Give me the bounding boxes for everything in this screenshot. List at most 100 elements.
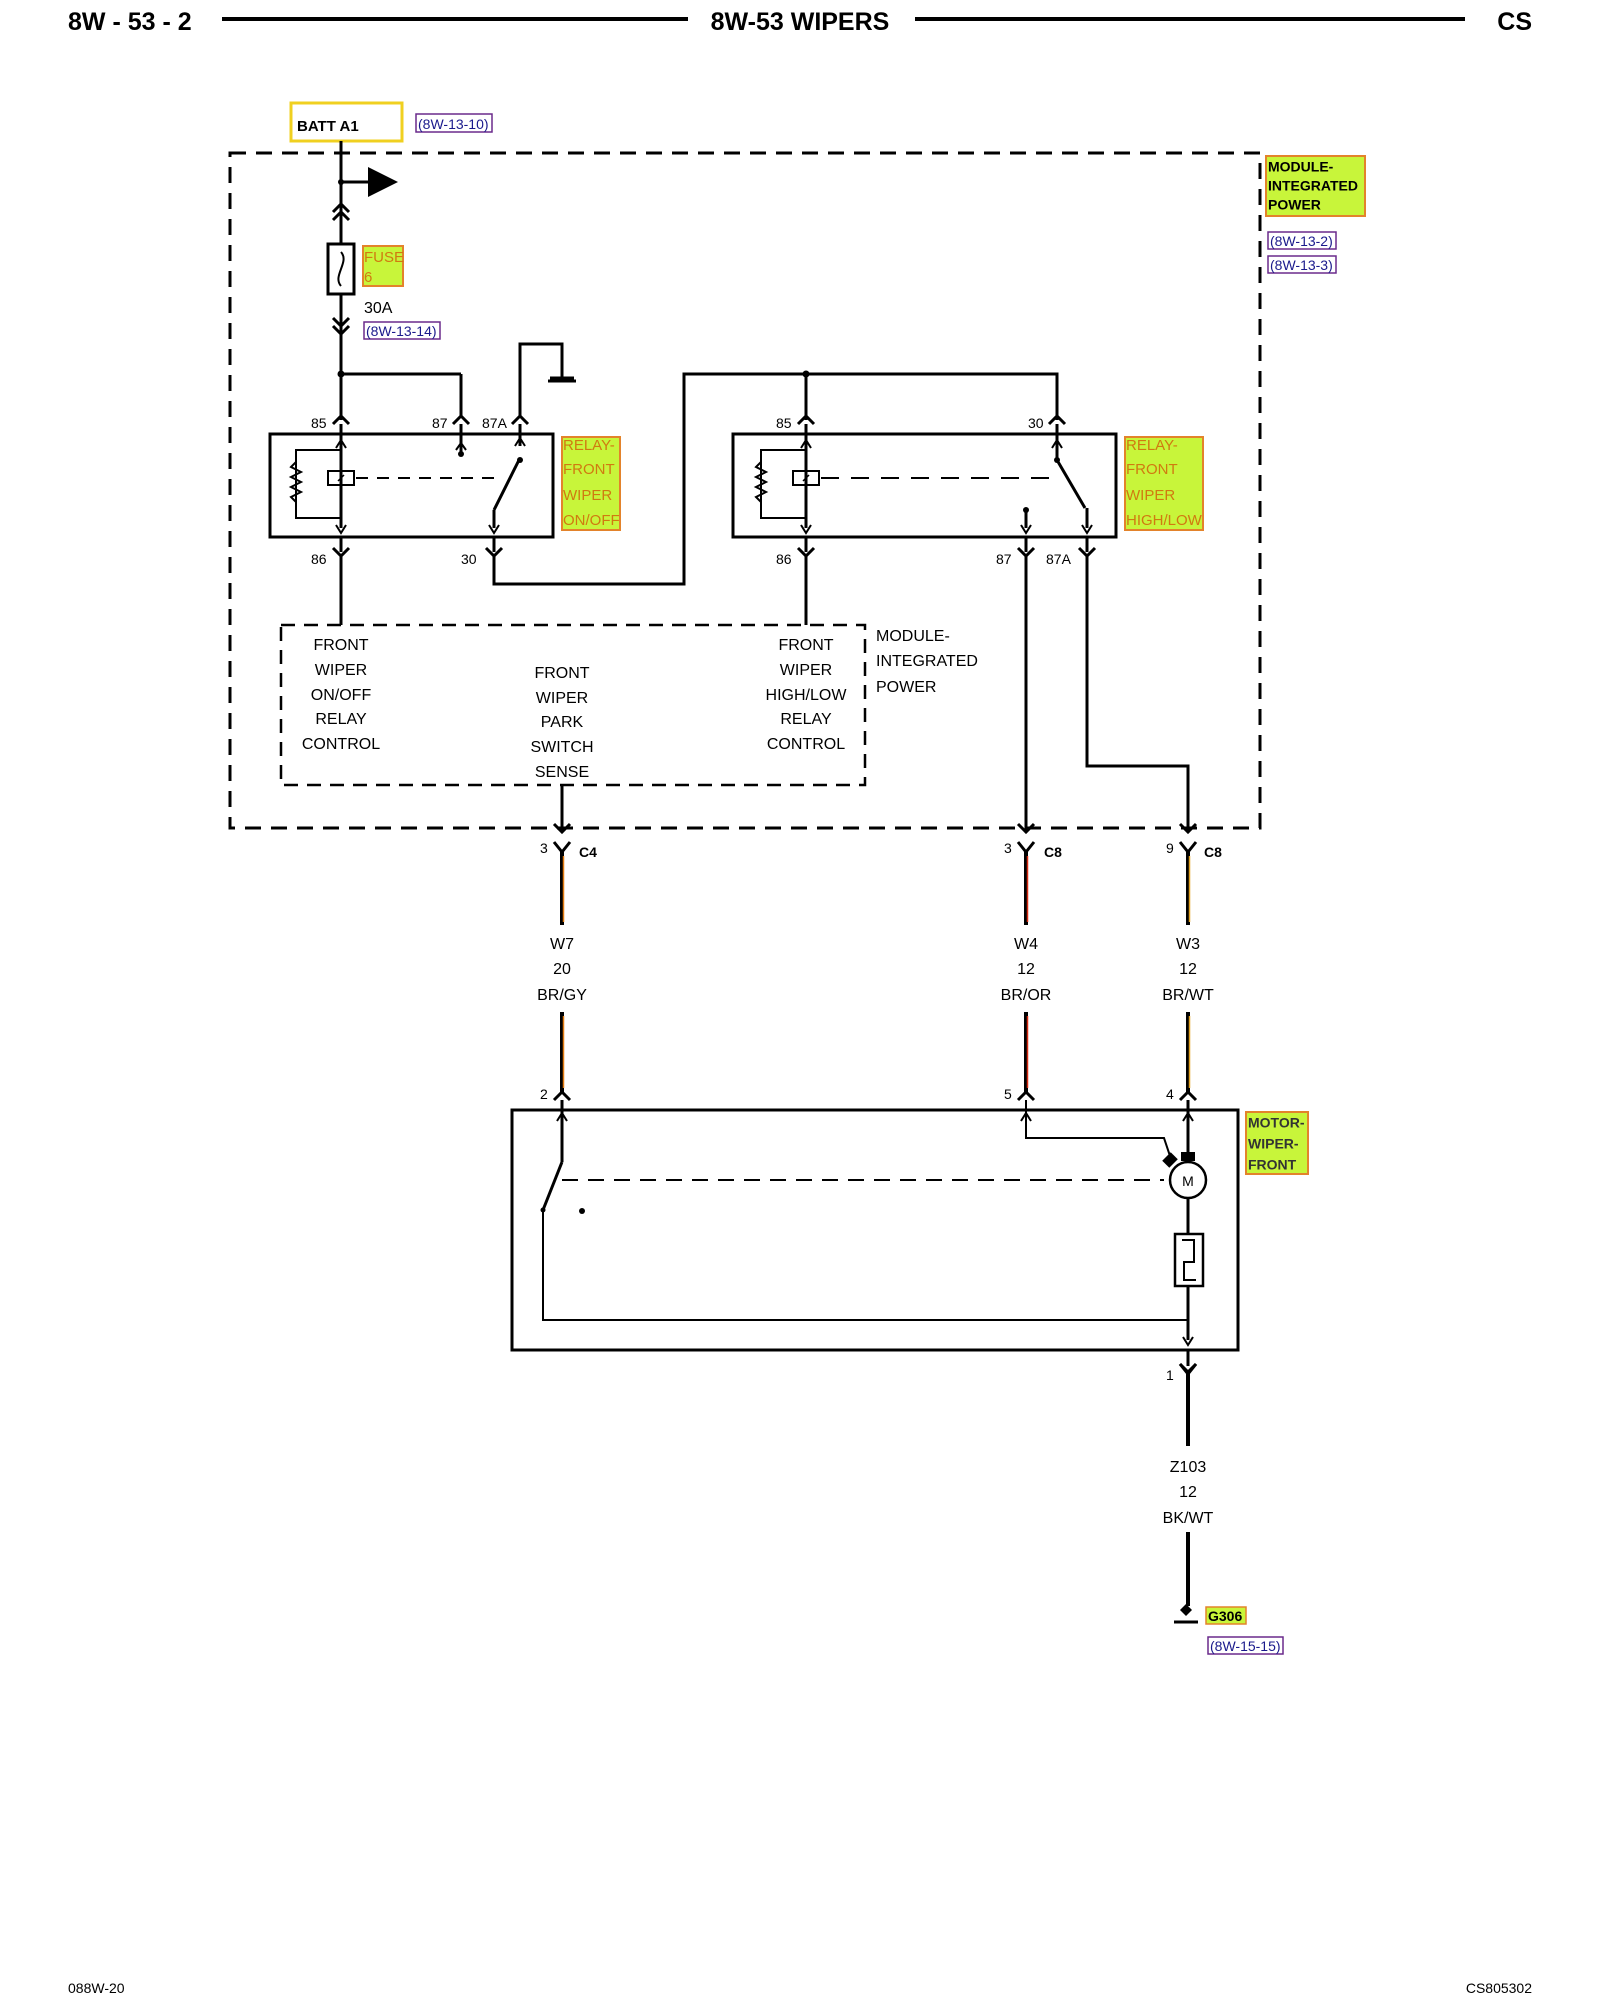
relay-onoff-pin-87a: 87A: [482, 415, 508, 431]
connector-c4: 3 C4: [540, 840, 597, 860]
batt-source: BATT A1 (8W-13-10): [289, 101, 493, 143]
footer-right-code: CS805302: [1466, 1980, 1532, 1996]
onoff-control-line1: FRONT: [313, 637, 368, 654]
relay-onoff-name-line4: ON/OFF: [563, 512, 620, 529]
c8b-pin: 9: [1166, 840, 1174, 856]
z103-color: BK/WT: [1163, 1510, 1214, 1527]
onoff-control-line4: RELAY: [315, 711, 367, 728]
park-sense-line1: FRONT: [534, 665, 589, 682]
highlow-control-line4: RELAY: [780, 711, 832, 728]
motor-pin-2: 2: [540, 1086, 548, 1102]
motor-name-line2: WIPER-: [1248, 1136, 1299, 1152]
relay-onoff-pin-86: 86: [311, 551, 327, 567]
module-name-line1: MODULE-: [1268, 159, 1334, 175]
module-name-line3: POWER: [1268, 197, 1321, 213]
connector-c8-pin9: 9 C8: [1166, 840, 1222, 860]
relay-highlow-pin-86: 86: [776, 551, 792, 567]
relay-onoff-name-line1: RELAY-: [563, 437, 615, 454]
module-label: MODULE- INTEGRATED POWER (8W-13-2) (8W-1…: [1265, 155, 1366, 274]
relay-highlow-name-line2: FRONT: [1126, 461, 1178, 478]
park-sense-line2: WIPER: [536, 690, 588, 707]
ground-ref: (8W-15-15): [1210, 1638, 1281, 1654]
park-sense-line3: PARK: [541, 714, 584, 731]
motor-name-line1: MOTOR-: [1248, 1115, 1305, 1131]
inner-module-line3: POWER: [876, 679, 936, 696]
module-outline: [228, 151, 1262, 830]
footer-left-code: 088W-20: [68, 1980, 125, 1996]
z103-circuit: Z103: [1170, 1459, 1207, 1476]
relay-front-wiper-on-off: [268, 342, 574, 559]
c4-pin: 3: [540, 840, 548, 856]
relay-highlow-name-line4: HIGH/LOW: [1126, 512, 1203, 529]
c4-name: C4: [579, 844, 597, 860]
wire-z103: Z103 12 BK/WT: [1163, 1363, 1214, 1606]
module-output-wires: [552, 556, 1198, 835]
fuse-branch: [326, 141, 463, 416]
z103-gauge: 12: [1179, 1484, 1197, 1501]
relay-highlow-pin-85: 85: [776, 415, 792, 431]
w4-gauge: 12: [1017, 961, 1035, 978]
relay-highlow-pin-30: 30: [1028, 415, 1044, 431]
relay-front-wiper-high-low: [731, 413, 1118, 559]
highlow-control-line5: CONTROL: [767, 736, 845, 753]
w3-gauge: 12: [1179, 961, 1197, 978]
relay-highlow-name-line1: RELAY-: [1126, 437, 1178, 454]
batt-label: BATT A1: [297, 118, 359, 135]
relay-onoff-name-line3: WIPER: [563, 487, 612, 504]
highlow-control-label: FRONT WIPER HIGH/LOW RELAY CONTROL: [766, 637, 848, 753]
park-sense-line4: SWITCH: [530, 739, 593, 756]
relay-highlow-pins: 85 30 86 87 87A: [776, 415, 1072, 567]
relay-onoff-pin-30: 30: [461, 551, 477, 567]
w4-circuit: W4: [1014, 936, 1038, 953]
c8a-name: C8: [1044, 844, 1062, 860]
fuse-label: FUSE 6 30A (8W-13-14): [362, 245, 441, 340]
c8b-name: C8: [1204, 844, 1222, 860]
w4-color: BR/OR: [1001, 987, 1052, 1004]
relay-onoff-name-line2: FRONT: [563, 461, 615, 478]
motor-pin-5: 5: [1004, 1086, 1012, 1102]
w7-color: BR/GY: [537, 987, 587, 1004]
relay-interconnect: [492, 372, 1059, 586]
motor-pin-4: 4: [1166, 1086, 1174, 1102]
highlow-control-line1: FRONT: [778, 637, 833, 654]
relay-highlow-name-line3: WIPER: [1126, 487, 1175, 504]
relay-highlow-label: RELAY- FRONT WIPER HIGH/LOW: [1124, 436, 1204, 531]
motor-symbol-label: M: [1182, 1173, 1194, 1189]
page-number: 8W - 53 - 2: [68, 8, 192, 36]
relay-onoff-label: RELAY- FRONT WIPER ON/OFF: [561, 436, 621, 531]
ground-name: G306: [1208, 1608, 1242, 1624]
w3-color: BR/WT: [1162, 987, 1214, 1004]
wire-w3: W3 12 BR/WT: [1162, 852, 1214, 1092]
w7-circuit: W7: [550, 936, 574, 953]
motor-label: MOTOR- WIPER- FRONT: [1245, 1111, 1309, 1175]
page-title: 8W-53 WIPERS: [711, 8, 890, 36]
park-sense-label: FRONT WIPER PARK SWITCH SENSE: [530, 665, 593, 781]
fuse-rating: 30A: [364, 300, 393, 317]
connector-c8-pin3: 3 C8: [1004, 840, 1062, 860]
relay-onoff-pin-85: 85: [311, 415, 327, 431]
inner-module-label: MODULE- INTEGRATED POWER: [876, 628, 978, 696]
highlow-control-line3: HIGH/LOW: [766, 687, 848, 704]
fuse-ref: (8W-13-14): [366, 323, 437, 339]
motor-pin-1: 1: [1166, 1367, 1174, 1383]
inner-module-line1: MODULE-: [876, 628, 950, 645]
model-code: CS: [1497, 8, 1532, 36]
module-ref-2: (8W-13-3): [1270, 257, 1333, 273]
park-sense-line5: SENSE: [535, 764, 589, 781]
relay-onoff-pin-87: 87: [432, 415, 448, 431]
inner-control-box: [279, 556, 867, 787]
inner-module-line2: INTEGRATED: [876, 653, 978, 670]
page-header: 8W - 53 - 2 8W-53 WIPERS CS: [68, 8, 1532, 36]
wire-w4: W4 12 BR/OR: [1001, 852, 1052, 1092]
relay-highlow-pin-87: 87: [996, 551, 1012, 567]
relay-highlow-pin-87a: 87A: [1046, 551, 1072, 567]
wire-w7: W7 20 BR/GY: [537, 852, 587, 1092]
fuse-name-line2: 6: [364, 269, 372, 286]
onoff-control-line2: WIPER: [315, 662, 367, 679]
motor-name-line3: FRONT: [1248, 1157, 1297, 1173]
onoff-control-line5: CONTROL: [302, 736, 380, 753]
onoff-control-line3: ON/OFF: [311, 687, 372, 704]
w3-circuit: W3: [1176, 936, 1200, 953]
relay-onoff-pins: 85 87 87A 86 30: [311, 415, 508, 567]
